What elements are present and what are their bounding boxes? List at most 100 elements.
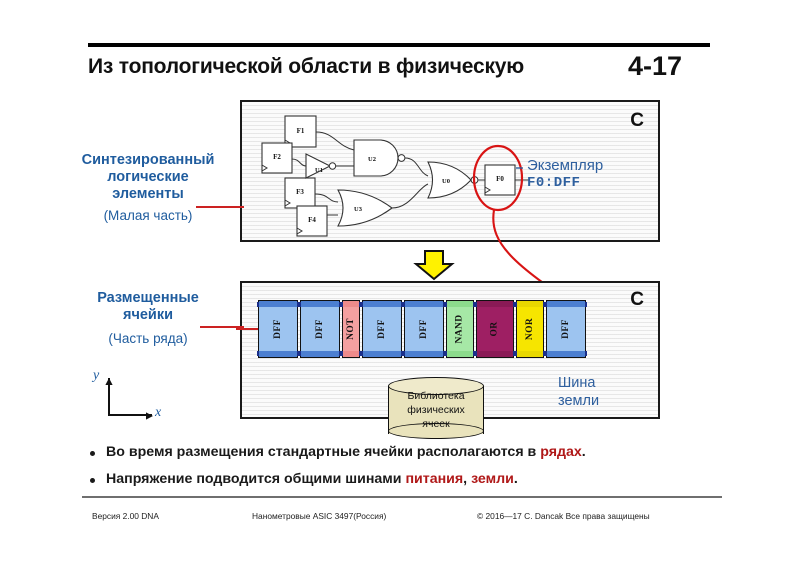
cell-ground-rail	[301, 351, 339, 357]
wire-u3-u0	[391, 183, 429, 209]
cell-pin-br	[441, 351, 445, 356]
bullet-1-pre: Во время размещения стандартные ячейки р…	[106, 444, 541, 460]
cell-ground-rail	[517, 351, 543, 357]
cell-pin-tr	[399, 302, 403, 307]
synthesized-logic-label: Синтезированный логические элементы	[58, 152, 238, 203]
cell-dff-0[interactable]: DFF	[257, 300, 299, 358]
panel-corner-label-bottom: C	[630, 289, 644, 310]
cell-dff-8[interactable]: DFF	[545, 300, 587, 358]
bullet-2-pre: Напряжение подводится общими шинами	[106, 470, 406, 487]
cylinder-bottom	[388, 423, 484, 439]
synthesized-logic-label-line2: логические	[107, 169, 189, 186]
cell-body: DFF	[405, 307, 443, 351]
cell-label: NOR	[525, 317, 535, 341]
axis-y-line	[108, 378, 110, 416]
cell-power-rail	[547, 301, 585, 307]
bullet-list: Во время размещения стандартные ячейки р…	[84, 444, 724, 498]
cell-power-rail	[477, 301, 513, 307]
synthesized-label-leader	[196, 206, 244, 208]
cell-pin-br	[471, 351, 475, 356]
flipflop-F0-label: F0	[496, 175, 504, 183]
flipflop-F1-label: F1	[297, 127, 305, 135]
physical-cell-library: Библиотека физических ячеек	[388, 377, 484, 439]
schematic-svg: F1 F2 F3 F4	[261, 115, 530, 237]
cell-ground-rail	[547, 351, 585, 357]
cell-label: DFF	[314, 319, 325, 339]
bullet-2-highlight-2: земли	[471, 470, 514, 487]
cell-ground-rail	[259, 351, 297, 357]
cell-pin-tr	[541, 302, 545, 307]
cell-power-rail	[363, 301, 401, 307]
library-caption-line1: Библиотека	[407, 390, 465, 402]
cell-power-rail	[517, 301, 543, 307]
cell-not-2[interactable]: NOT	[341, 300, 361, 358]
cell-pin-tr	[583, 302, 587, 307]
header-rule	[88, 43, 710, 47]
bullet-2-mid: ,	[463, 470, 472, 487]
placed-panel-left-stub	[236, 328, 258, 330]
library-caption-line2: физических	[407, 403, 465, 416]
page-title: Из топологической области в физическую	[88, 55, 524, 78]
synthesized-logic-label-line3: элементы	[112, 186, 184, 203]
gate-U0-nor: U0	[427, 161, 479, 199]
flipflop-F3-label: F3	[296, 188, 304, 196]
cell-pin-tr	[337, 302, 341, 307]
cell-pin-br	[541, 351, 545, 356]
cell-nand-5[interactable]: NAND	[445, 300, 475, 358]
flipflop-F4-label: F4	[308, 216, 316, 224]
cell-dff-3[interactable]: DFF	[361, 300, 403, 358]
cell-body: NOT	[343, 307, 359, 351]
cell-label: DFF	[376, 319, 387, 339]
gate-U2-label: U2	[368, 156, 376, 163]
cell-label: NAND	[455, 314, 466, 344]
cell-body: OR	[477, 307, 513, 351]
cell-ground-rail	[477, 351, 513, 357]
axis-x-label: x	[155, 405, 162, 420]
cell-dff-1[interactable]: DFF	[299, 300, 341, 358]
flipflop-F1: F1	[284, 115, 317, 148]
synthesized-logic-sublabel: (Малая часть)	[103, 208, 193, 223]
cell-nor-7[interactable]: NOR	[515, 300, 545, 358]
flipflop-F0: F0	[484, 164, 530, 196]
cell-pin-tr	[295, 302, 299, 307]
cell-pin-br	[295, 351, 299, 356]
cell-or-6[interactable]: OR	[475, 300, 515, 358]
cell-body: NAND	[447, 307, 473, 351]
cell-pin-br	[399, 351, 403, 356]
instance-callout-line1: Экземпляр	[527, 157, 604, 174]
gate-U2-nand: U2	[353, 139, 406, 177]
wire-f2-u1	[291, 158, 307, 167]
cell-pin-br	[511, 351, 515, 356]
ground-bus-label-line1: Шина	[558, 375, 596, 391]
page-number: 4-17	[628, 51, 683, 81]
cylinder-top	[388, 377, 484, 395]
axis-arrowheads	[105, 378, 153, 420]
cell-pin-br	[357, 351, 361, 356]
cell-label: OR	[490, 321, 500, 337]
cell-power-rail	[447, 301, 473, 307]
ground-bus-label: Шина земли	[558, 374, 599, 410]
placed-cells-label-line1: Размещенные	[97, 290, 199, 306]
wire-f3-u3	[314, 193, 339, 203]
down-arrow-icon	[413, 250, 455, 281]
instance-callout-line2: F0:DFF	[527, 175, 581, 191]
bullet-item-1: Во время размещения стандартные ячейки р…	[84, 444, 724, 462]
cell-dff-4[interactable]: DFF	[403, 300, 445, 358]
footer-copyright: © 2016—17 C. Dancak Все права защищены	[477, 511, 650, 521]
bullet-1-highlight: рядах	[540, 444, 582, 460]
cell-body: DFF	[259, 307, 297, 351]
bullet-2-post: .	[513, 470, 518, 487]
cell-ground-rail	[447, 351, 473, 357]
axis-y-label: y	[93, 368, 100, 383]
bullet-item-2: Напряжение подводится общими шинами пита…	[84, 471, 724, 489]
cell-body: DFF	[301, 307, 339, 351]
footer-version: Версия 2.00 DNA	[92, 511, 159, 521]
ground-bus-label-line2: земли	[558, 393, 600, 410]
gate-U3-or: U3	[337, 189, 393, 227]
axis-x-line	[108, 414, 152, 416]
cell-pin-tr	[471, 302, 475, 307]
placed-cells-label-leader	[200, 326, 244, 328]
cell-ground-rail	[363, 351, 401, 357]
gate-U3-label: U3	[354, 206, 363, 213]
